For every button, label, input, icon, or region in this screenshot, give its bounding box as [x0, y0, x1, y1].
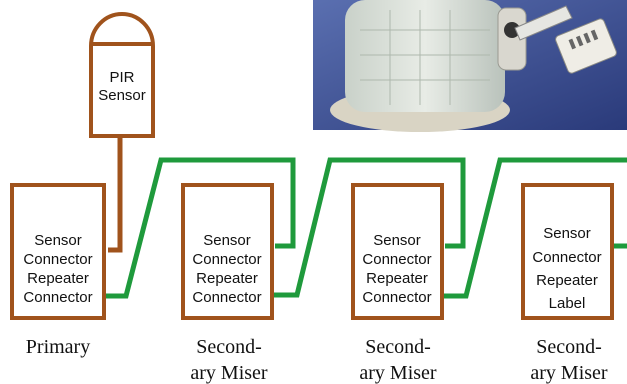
unit-label-line: Sensor	[34, 232, 82, 249]
unit-box	[10, 183, 106, 320]
photo-jack	[504, 22, 520, 38]
sensor-wire	[108, 136, 123, 253]
unit-label-line: Label	[549, 295, 586, 312]
green-wires	[105, 157, 627, 299]
unit-label-line: Repeater	[27, 270, 89, 287]
unit-box	[521, 183, 614, 320]
unit-label-line: Sensor	[373, 232, 421, 249]
pir-sensor-label-2: Sensor	[98, 87, 146, 104]
photo-sensor-body	[345, 0, 505, 112]
unit-caption: Second-	[365, 336, 431, 358]
unit-caption: ary Miser	[190, 362, 268, 384]
unit-label-line: Connector	[23, 289, 92, 306]
unit-label-line: Connector	[192, 289, 261, 306]
unit-primary: Sensor Connector Repeater Connector Prim…	[10, 183, 106, 358]
photo-cable	[514, 5, 573, 41]
unit-label-line: Connector	[192, 251, 261, 268]
unit-label-line: Connector	[23, 251, 92, 268]
wire-second-to-third	[273, 157, 466, 298]
photo-connector-housing	[497, 7, 527, 71]
unit-caption: Primary	[26, 336, 90, 358]
device-photo	[313, 0, 627, 132]
unit-label-line: Repeater	[536, 272, 598, 289]
unit-box	[351, 183, 444, 320]
unit-caption: ary Miser	[530, 362, 608, 384]
unit-caption: Second-	[536, 336, 602, 358]
unit-box	[181, 183, 274, 320]
wire-primary-to-second	[105, 157, 296, 299]
wire-third-to-fourth	[443, 157, 627, 299]
unit-label-line: Repeater	[366, 270, 428, 287]
unit-secondary-3: Sensor Connector Repeater Label Second- …	[521, 183, 614, 384]
unit-secondary-1: Sensor Connector Repeater Connector Seco…	[181, 183, 274, 384]
photo-plug	[555, 18, 617, 74]
unit-label-line: Connector	[362, 251, 431, 268]
photo-plug-pins	[568, 29, 599, 50]
pir-sensor-label-1: PIR	[109, 69, 134, 86]
unit-label-line: Repeater	[196, 270, 258, 287]
unit-secondary-2: Sensor Connector Repeater Connector Seco…	[351, 183, 444, 384]
unit-label-line: Connector	[532, 249, 601, 266]
photo-lens-grid	[360, 10, 490, 105]
unit-caption: Second-	[196, 336, 262, 358]
unit-label-line: Sensor	[543, 225, 591, 242]
unit-label-line: Sensor	[203, 232, 251, 249]
unit-label-line: Connector	[362, 289, 431, 306]
unit-caption: ary Miser	[359, 362, 437, 384]
pir-sensor: PIR Sensor	[89, 12, 155, 138]
